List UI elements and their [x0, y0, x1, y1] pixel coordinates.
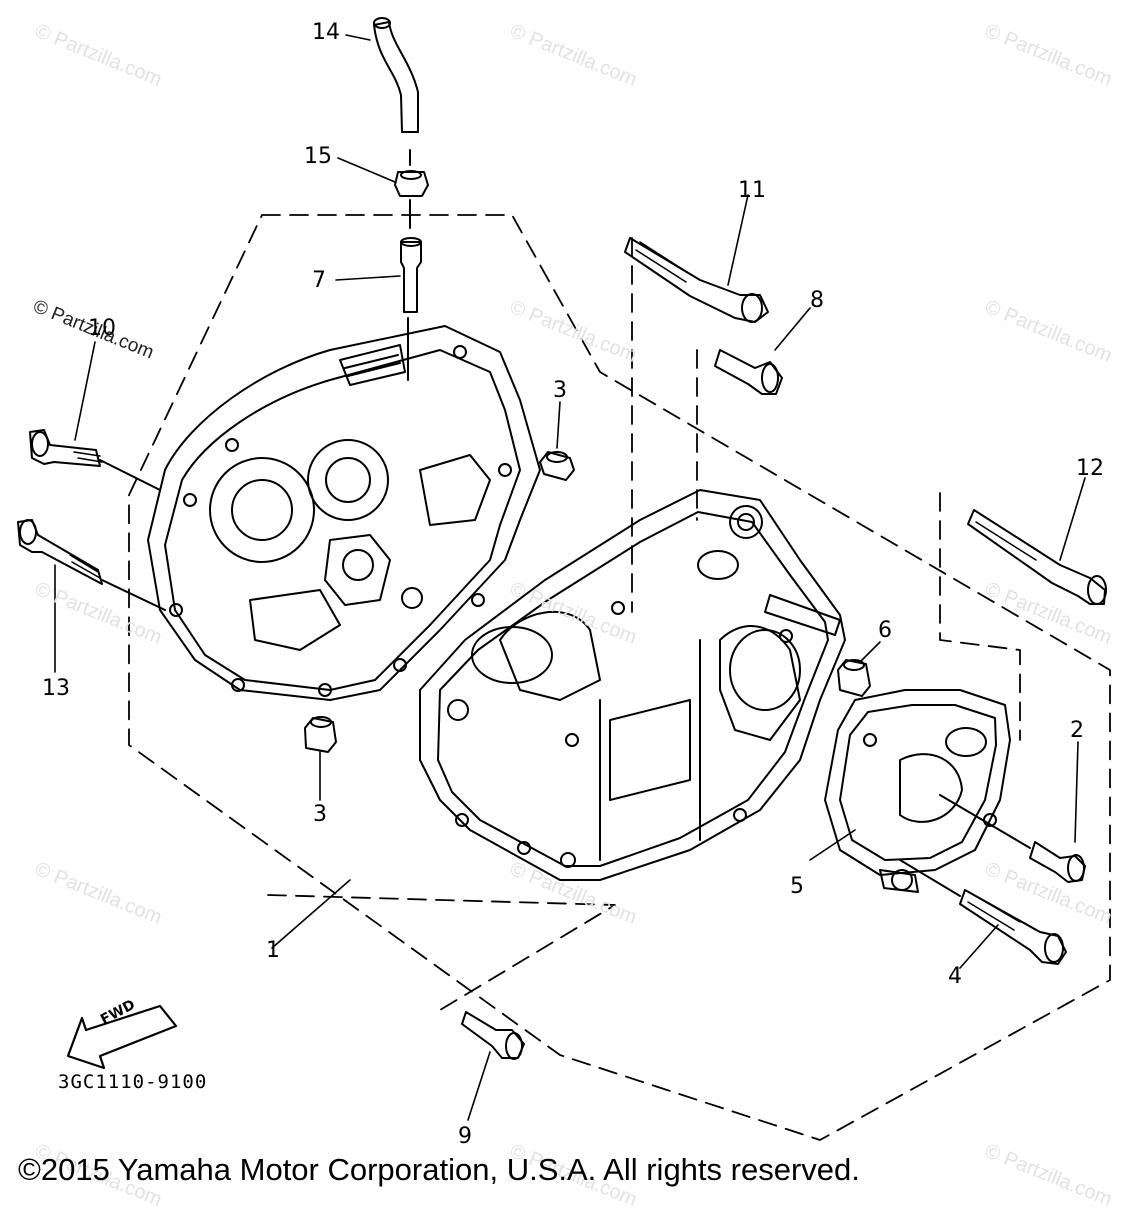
- crankcase-right-half: [419, 489, 846, 881]
- callout-part-10: 10: [88, 316, 116, 341]
- dowel-pin-3-upper: [539, 451, 575, 481]
- callout-part-15: 15: [304, 144, 332, 169]
- callout-part-1: 1: [266, 938, 280, 963]
- callout-part-3-lower: 3: [313, 802, 327, 827]
- dowel-pin-6: [837, 659, 871, 697]
- callout-part-6: 6: [878, 618, 892, 643]
- assembly-outline-right: [267, 237, 1021, 1011]
- callout-part-5: 5: [790, 874, 804, 899]
- fitting-7: [400, 237, 422, 381]
- callout-part-12: 12: [1076, 456, 1104, 481]
- bolt-9: [461, 1011, 525, 1060]
- bolt-13: [17, 519, 166, 611]
- dowel-pin-3-lower: [304, 716, 337, 753]
- callout-part-11: 11: [738, 178, 766, 203]
- cover-5: [824, 689, 1011, 893]
- nut-15: [394, 170, 429, 229]
- bolt-8: [714, 349, 783, 395]
- bolt-2: [939, 794, 1086, 883]
- callout-part-4: 4: [948, 964, 962, 989]
- bolt-11: [624, 237, 769, 323]
- bolt-4: [899, 859, 1067, 965]
- crankcase-left-half: [147, 325, 541, 701]
- copyright-notice: ©2015 Yamaha Motor Corporation, U.S.A. A…: [18, 1152, 860, 1187]
- callout-part-3-upper: 3: [553, 378, 567, 403]
- callout-part-8: 8: [810, 288, 824, 313]
- diagram-part-code: 3GC1110-9100: [58, 1071, 208, 1093]
- bolt-12: [967, 509, 1107, 605]
- assembly-outline-left: [128, 214, 1111, 1141]
- bolt-10: [29, 429, 161, 491]
- breather-pipe-14: [373, 17, 419, 166]
- callout-part-9: 9: [458, 1124, 472, 1149]
- callout-part-2: 2: [1070, 718, 1084, 743]
- callout-part-14: 14: [312, 20, 340, 45]
- callout-part-13: 13: [42, 676, 70, 701]
- callout-part-7: 7: [312, 268, 326, 293]
- leader-lines: [54, 34, 1086, 1121]
- fwd-arrow: [66, 1004, 178, 1070]
